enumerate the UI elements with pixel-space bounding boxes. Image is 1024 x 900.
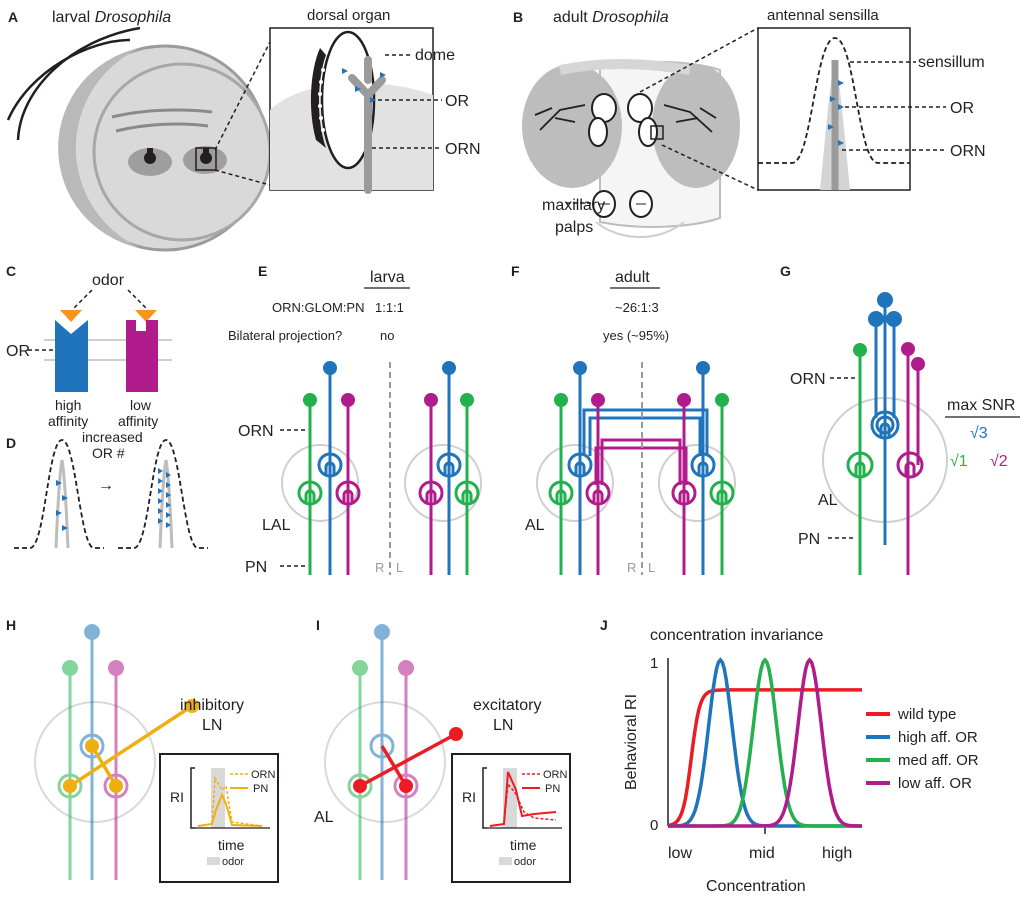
h-odor-label: odor [222, 856, 244, 868]
or-number-label: OR # [92, 445, 125, 461]
panel-letter-h: H [6, 617, 16, 633]
f-right-label: R [627, 560, 636, 575]
panel-i: I excitatory LN AL RI ORN [314, 617, 571, 883]
h-legend-pn: PN [253, 783, 268, 795]
i-time-label: time [510, 837, 537, 853]
panel-h: H inhibitory LN RI ORN [6, 617, 279, 883]
inhibitory-label: inhibitory [180, 697, 244, 714]
panel-letter-d: D [6, 435, 16, 451]
panel-c: C odor OR high affinity low affinity [6, 263, 172, 429]
i-al-label: AL [314, 809, 334, 826]
y-tick-0: 0 [650, 817, 658, 834]
e-left-label: L [396, 560, 403, 575]
high-affinity-label: affinity [48, 413, 88, 429]
low-label: low [130, 397, 152, 413]
increased-label: increased [82, 429, 143, 445]
series-line-3 [668, 657, 862, 828]
sqrt3-label: √3 [970, 425, 988, 442]
increase-arrow: → [98, 477, 114, 494]
b-or-label: OR [950, 100, 974, 117]
e-pn-label: PN [245, 559, 267, 576]
g-al-label: AL [818, 492, 838, 509]
panel-j-chart: J concentration invariance 1 0 low mid h… [600, 617, 979, 895]
h-ln-label: LN [202, 717, 222, 734]
h-ri-label: RI [170, 789, 184, 805]
sqrt2-label: √2 [990, 453, 1008, 470]
larva-ratio-value: 1:1:1 [375, 300, 404, 315]
y-axis-label: Behavioral RI [623, 694, 640, 790]
x-tick-mid-label: mid [749, 845, 775, 862]
h-time-label: time [218, 837, 245, 853]
maxillary-label: maxillary [542, 197, 605, 214]
i-ln-label: LN [493, 717, 513, 734]
x-tick-high: high [822, 845, 852, 862]
panel-f: F adult ~26:1:3 yes (~95%) [511, 263, 736, 575]
odor-label: odor [92, 272, 125, 289]
panel-letter-g: G [780, 263, 791, 279]
panel-letter-f: F [511, 263, 520, 279]
i-legend-orn: ORN [543, 769, 568, 781]
larva-head-drawing [6, 26, 272, 252]
g-pn-label: PN [798, 531, 820, 548]
f-left-label: L [648, 560, 655, 575]
legend-label-1: high aff. OR [898, 729, 978, 746]
e-right-label: R [375, 560, 384, 575]
dome-label: dome [415, 47, 455, 64]
larval-title: larval Drosophila [52, 9, 171, 26]
panel-e: E larva ORN:GLOM:PN 1:1:1 Bilateral proj… [228, 263, 482, 576]
excitatory-label: excitatory [473, 697, 541, 714]
larva-bilateral-value: no [380, 328, 394, 343]
chart-series-group [667, 657, 862, 828]
panel-g: G ORN AL PN max SNR √3 √1 √2 [780, 263, 1020, 575]
high-label: high [55, 397, 81, 413]
panel-a: A larval Drosophila dorsal organ [6, 7, 481, 252]
chart-legend: wild type high aff. OR med aff. OR low aff.… [866, 706, 979, 792]
x-tick-low: low [668, 845, 692, 862]
a-or-label: OR [445, 93, 469, 110]
ratio-row-label: ORN:GLOM:PN [272, 300, 364, 315]
x-axis-label: Concentration [706, 878, 806, 895]
bilateral-row-label: Bilateral projection? [228, 328, 342, 343]
sqrt1-label: √1 [950, 453, 968, 470]
legend-label-2: med aff. OR [898, 752, 979, 769]
legend-label-3: low aff. OR [898, 775, 972, 792]
chart-title: concentration invariance [650, 627, 824, 644]
panel-letter-c: C [6, 263, 16, 279]
i-ri-label: RI [462, 789, 476, 805]
h-legend-orn: ORN [251, 769, 276, 781]
palps-label: palps [555, 219, 593, 236]
panel-letter-b: B [513, 9, 523, 25]
i-legend-pn: PN [545, 783, 560, 795]
f-al-label: AL [525, 517, 545, 534]
antennal-sensilla-title: antennal sensilla [767, 7, 879, 24]
panel-letter-j: J [600, 617, 608, 633]
sensillum-label: sensillum [918, 54, 985, 71]
y-tick-1: 1 [650, 655, 658, 672]
adult-bilateral-value: yes (~95%) [603, 328, 669, 343]
panel-d: D increased OR # → [6, 429, 208, 549]
adult-head-drawing [522, 59, 740, 238]
adult-title: adult Drosophila [553, 9, 669, 26]
a-orn-label: ORN [445, 141, 481, 158]
legend-label-0: wild type [897, 706, 956, 723]
b-orn-label: ORN [950, 143, 986, 160]
max-snr-label: max SNR [947, 397, 1015, 414]
panel-letter-a: A [8, 9, 18, 25]
dorsal-organ-title: dorsal organ [307, 7, 390, 24]
low-affinity-label: affinity [118, 413, 158, 429]
lal-label: LAL [262, 517, 291, 534]
adult-ratio-value: ~26:1:3 [615, 300, 659, 315]
c-or-label: OR [6, 343, 30, 360]
series-line-0 [667, 688, 862, 828]
panel-letter-i: I [316, 617, 320, 633]
i-odor-label: odor [514, 856, 536, 868]
adult-header: adult [615, 269, 650, 286]
g-orn-label: ORN [790, 371, 826, 388]
panel-b: B adult Drosophila maxillary palps anten… [513, 7, 986, 238]
panel-letter-e: E [258, 263, 267, 279]
larva-header: larva [370, 269, 405, 286]
e-orn-label: ORN [238, 423, 274, 440]
